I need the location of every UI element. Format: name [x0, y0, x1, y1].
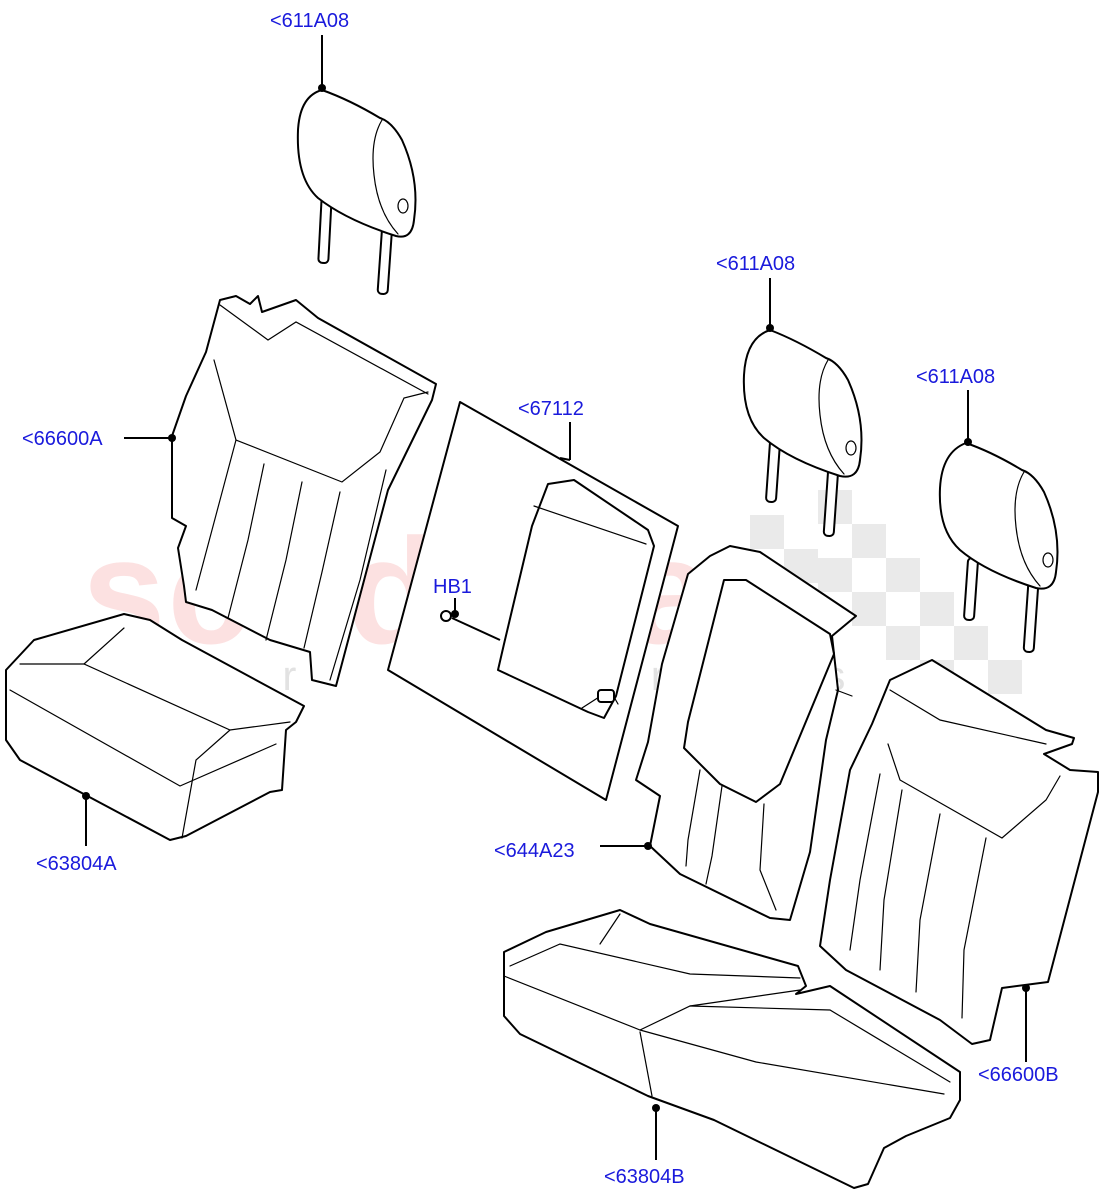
callout-back-right[interactable]: <66600B: [978, 1064, 1059, 1086]
headrest-left[interactable]: [296, 89, 417, 295]
callout-headrest-mid[interactable]: <611A08: [716, 253, 796, 275]
seat-cushion-left[interactable]: [5, 613, 305, 841]
callout-cushion-right[interactable]: <63804B: [604, 1166, 685, 1188]
leader-lines: [82, 35, 1030, 1160]
callout-armrest-back[interactable]: <644A23: [494, 840, 575, 862]
armrest-panel[interactable]: [387, 401, 679, 801]
callout-headrest-right[interactable]: <611A08: [916, 366, 996, 388]
callout-headrest-left[interactable]: <611A08: [270, 10, 350, 32]
callout-cushion-left[interactable]: <63804A: [36, 853, 117, 875]
headrest-right[interactable]: [938, 442, 1059, 653]
headrest-mid[interactable]: [742, 329, 863, 537]
armrest-back[interactable]: [635, 545, 857, 921]
seat-cushion-right[interactable]: [503, 909, 961, 1189]
callout-back-left[interactable]: <66600A: [22, 428, 103, 450]
callout-armrest-panel[interactable]: <67112: [518, 398, 584, 420]
seat-back-right[interactable]: [819, 659, 1099, 1045]
fastener-hb1[interactable]: [440, 610, 501, 641]
callout-fastener[interactable]: HB1: [433, 576, 472, 598]
seat-back-left[interactable]: [171, 295, 437, 687]
